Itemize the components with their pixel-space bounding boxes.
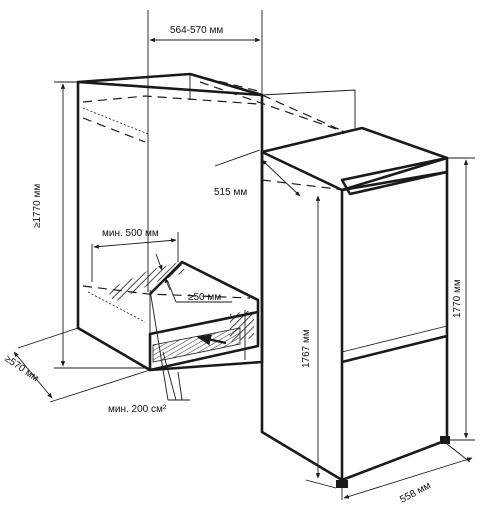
label-vent-area: мин. 200 см² [108, 404, 167, 415]
plinth [107, 260, 260, 372]
label-gap-50: ≥50 мм [188, 292, 221, 303]
label-fridge-height-1767: 1767 мм [301, 329, 312, 368]
dimension-lines [13, 10, 475, 500]
label-depth-515: 515 мм [214, 187, 247, 198]
label-min-500: мин. 500 мм [102, 228, 159, 239]
label-niche-depth: ≥570 мм [2, 353, 40, 384]
label-fridge-height-1770: 1770 мм [452, 279, 463, 318]
dimension-labels: 564-570 мм ≥1770 мм ≥570 мм 515 мм мин. … [2, 25, 463, 506]
label-niche-height: ≥1770 мм [32, 184, 43, 228]
projection-lines [189, 73, 356, 191]
refrigerator [260, 126, 450, 488]
label-niche-width: 564-570 мм [170, 25, 223, 36]
label-fridge-depth-558: 558 мм [398, 480, 433, 505]
